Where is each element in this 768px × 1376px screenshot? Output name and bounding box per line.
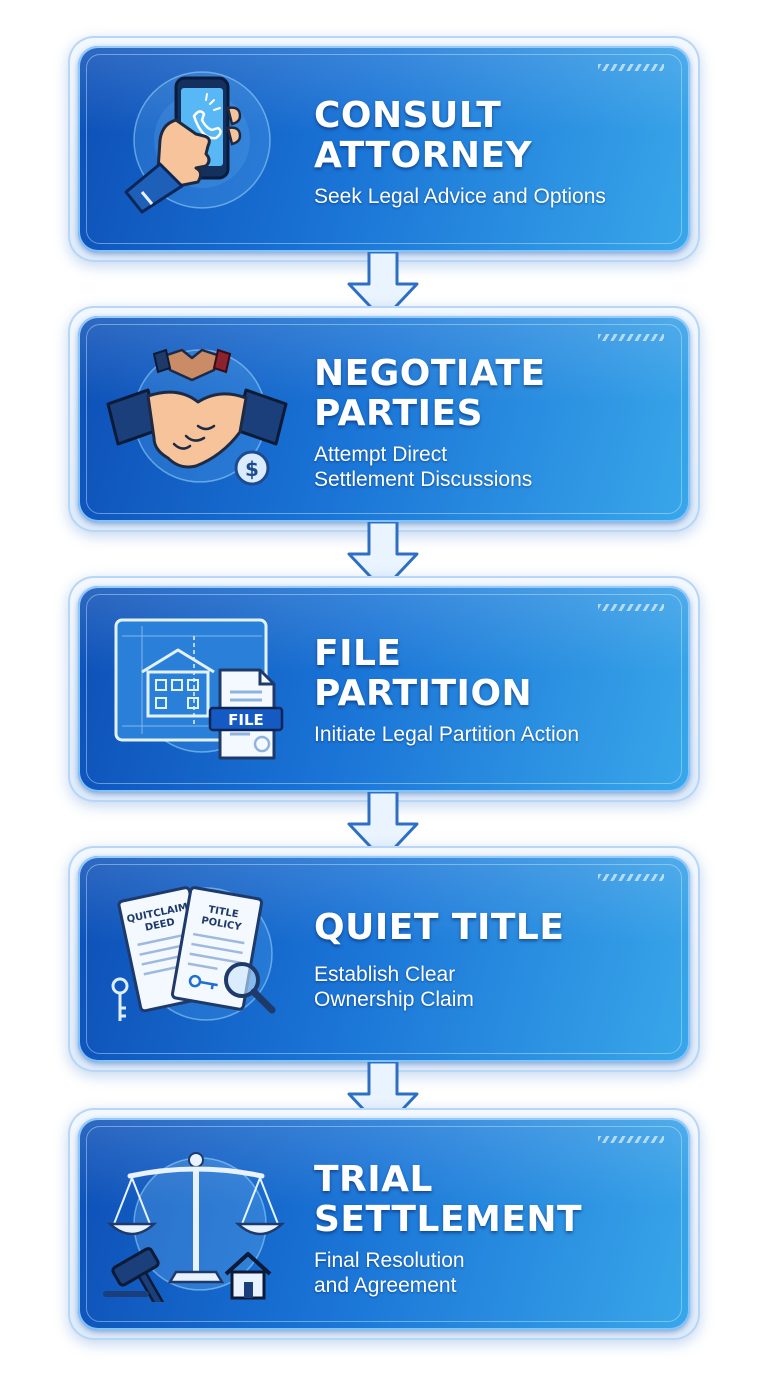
step-negotiate-parties: $ NEGOTIATE PARTIES Attempt Direct Settl… [68, 306, 700, 532]
step-consult-attorney: CONSULT ATTORNEY Seek Legal Advice and O… [68, 36, 700, 262]
step-text: CONSULT ATTORNEY Seek Legal Advice and O… [314, 96, 660, 209]
step-text: FILE PARTITION Initiate Legal Partition … [314, 634, 660, 747]
svg-text:$: $ [245, 457, 259, 481]
decorative-stripes [598, 334, 664, 341]
decorative-stripes [598, 1136, 664, 1143]
step-card: CONSULT ATTORNEY Seek Legal Advice and O… [78, 46, 690, 252]
decorative-stripes [598, 64, 664, 71]
step-quiet-title: QUITCLAIM DEED TITLE POLICY [68, 846, 700, 1072]
svg-text:TITLE: TITLE [207, 904, 239, 920]
step-card: QUITCLAIM DEED TITLE POLICY [78, 856, 690, 1062]
step-title-line2: PARTIES [314, 393, 484, 434]
step-subtitle-line2: and Agreement [314, 1274, 457, 1297]
step-subtitle-line1: Establish Clear [314, 963, 456, 986]
blueprint-file-icon: FILE [102, 606, 292, 766]
step-text: QUIET TITLE Establish Clear Ownership Cl… [314, 908, 660, 1012]
documents-magnifier-icon: QUITCLAIM DEED TITLE POLICY [102, 874, 292, 1034]
step-subtitle-line1: Attempt Direct [314, 443, 448, 466]
step-title-line1: FILE [314, 633, 402, 674]
step-card: $ NEGOTIATE PARTIES Attempt Direct Settl… [78, 316, 690, 522]
arrow-down-icon [343, 792, 423, 862]
svg-text:FILE: FILE [228, 711, 264, 729]
step-title-line1: TRIAL [314, 1159, 433, 1200]
arrow-down-icon [343, 252, 423, 322]
step-title: QUIET TITLE [314, 907, 565, 948]
step-text: TRIAL SETTLEMENT Final Resolution and Ag… [314, 1160, 660, 1298]
step-title-line2: ATTORNEY [314, 135, 533, 176]
decorative-stripes [598, 874, 664, 881]
step-subtitle: Seek Legal Advice and Options [314, 185, 606, 208]
step-card: FILE FILE PARTITION Initiate Legal Parti… [78, 586, 690, 792]
step-subtitle-line2: Ownership Claim [314, 988, 474, 1011]
step-subtitle-line1: Final Resolution [314, 1249, 465, 1272]
step-trial-settlement: TRIAL SETTLEMENT Final Resolution and Ag… [68, 1108, 700, 1340]
step-card: TRIAL SETTLEMENT Final Resolution and Ag… [78, 1118, 690, 1330]
step-subtitle: Initiate Legal Partition Action [314, 723, 580, 746]
scales-gavel-house-icon [102, 1142, 292, 1302]
step-title-line2: PARTITION [314, 673, 533, 714]
decorative-stripes [598, 604, 664, 611]
step-title-line1: CONSULT [314, 95, 502, 136]
step-file-partition: FILE FILE PARTITION Initiate Legal Parti… [68, 576, 700, 802]
arrow-down-icon [343, 522, 423, 592]
phone-in-hand-icon [102, 68, 292, 228]
step-title-line2: SETTLEMENT [314, 1199, 583, 1240]
step-title-line1: NEGOTIATE [314, 353, 546, 394]
step-subtitle-line2: Settlement Discussions [314, 468, 533, 491]
step-text: NEGOTIATE PARTIES Attempt Direct Settlem… [314, 354, 660, 492]
handshake-icon: $ [102, 334, 292, 494]
